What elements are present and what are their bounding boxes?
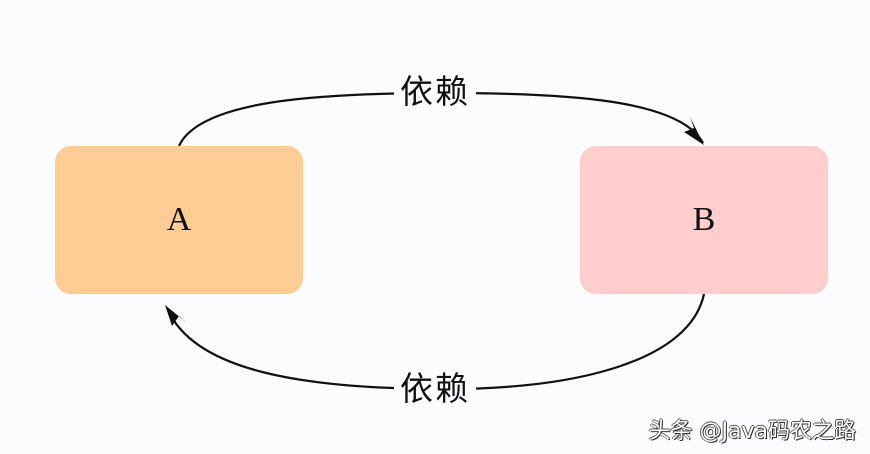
watermark: 头条 @Java码农之路 bbox=[648, 419, 856, 444]
arrowhead-to-b-icon bbox=[684, 117, 704, 145]
arrowhead-to-a-icon bbox=[165, 305, 187, 326]
edge-label-b-to-a: 依赖 bbox=[394, 369, 476, 409]
node-b: B bbox=[580, 146, 828, 294]
edge-label-a-to-b: 依赖 bbox=[394, 72, 476, 112]
node-a-label: A bbox=[166, 201, 192, 238]
node-b-label: B bbox=[692, 201, 716, 238]
node-a: A bbox=[55, 146, 303, 294]
